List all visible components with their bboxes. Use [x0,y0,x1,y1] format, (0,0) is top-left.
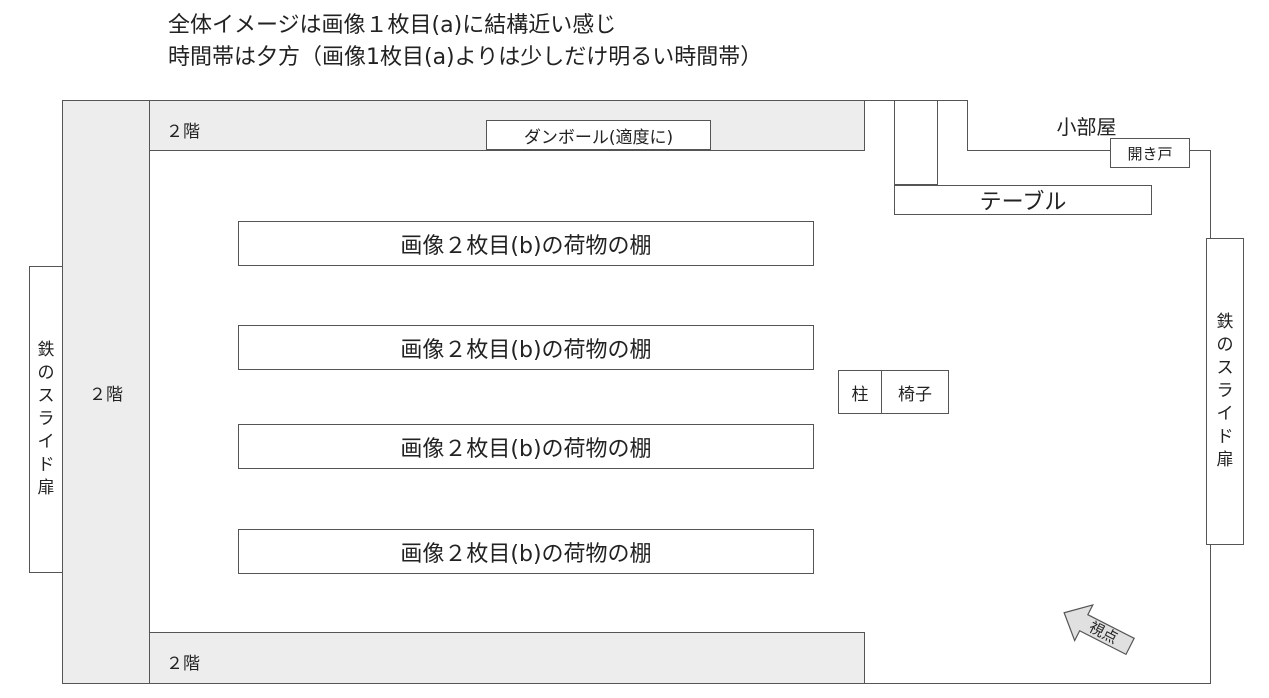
pillar-label: 柱 [851,384,869,405]
sliding-door-right-char: ス [1216,358,1234,378]
chair: 椅子 [881,370,949,414]
pillar: 柱 [838,370,882,414]
sliding-door-right-char: イ [1216,404,1234,424]
sliding-door-right-char: ド [1216,427,1234,447]
mezzanine-left-label: ２階 [89,384,123,405]
sliding-door-left-char: ラ [37,409,55,429]
shelf-label: 画像２枚目(b)の荷物の棚 [400,337,652,363]
viewpoint-arrow: 視点 [1058,600,1138,660]
partition-wall-1 [894,100,895,186]
sliding-door-left-char: の [37,363,55,383]
note-line-2: 時間帯は夕方（画像1枚目(a)よりは少しだけ明るい時間帯） [168,45,763,70]
cardboard-boxes: ダンボール(適度に) [486,120,711,150]
partition-wall-3 [894,184,938,185]
table: テーブル [894,185,1152,215]
shelf-4: 画像２枚目(b)の荷物の棚 [238,529,814,574]
table-label: テーブル [979,190,1067,215]
sliding-door-left-char: イ [37,432,55,452]
hinged-door: 開き戸 [1110,138,1190,168]
sliding-door-right-char: 鉄 [1216,312,1234,332]
shelf-label: 画像２枚目(b)の荷物の棚 [400,436,652,462]
mezzanine-left: ２階 [62,100,150,684]
small-room-label: 小部屋 [1056,114,1117,139]
sliding-door-right-char: 扉 [1216,450,1234,470]
viewpoint-arrow-icon: 視点 [1063,603,1135,656]
sliding-door-left-char: 扉 [37,478,55,498]
mezzanine-top-label: ２階 [166,122,200,142]
shelf-1: 画像２枚目(b)の荷物の棚 [238,221,814,266]
sliding-door-right-char: の [1216,335,1234,355]
partition-wall-2 [937,100,938,186]
shelf-3: 画像２枚目(b)の荷物の棚 [238,424,814,469]
sliding-door-left: 鉄 の ス ラ イ ド 扉 [29,266,63,573]
cardboard-boxes-label: ダンボール(適度に) [523,127,674,148]
hinged-door-label: 開き戸 [1127,144,1173,163]
shelf-2: 画像２枚目(b)の荷物の棚 [238,325,814,370]
notes: 全体イメージは画像１枚目(a)に結構近い感じ 時間帯は夕方（画像1枚目(a)より… [168,10,762,74]
chair-label: 椅子 [898,384,932,405]
sliding-door-left-char: ス [37,386,55,406]
shelf-label: 画像２枚目(b)の荷物の棚 [400,541,652,567]
sliding-door-right-char: ラ [1216,381,1234,401]
sliding-door-left-char: ド [37,455,55,475]
mezzanine-bottom-label: ２階 [166,654,200,674]
note-line-1: 全体イメージは画像１枚目(a)に結構近い感じ [168,13,617,38]
mezzanine-bottom: ２階 [149,632,865,684]
sliding-door-right: 鉄 の ス ラ イ ド 扉 [1206,238,1244,545]
shelf-label: 画像２枚目(b)の荷物の棚 [400,233,652,259]
sliding-door-left-char: 鉄 [37,340,55,360]
